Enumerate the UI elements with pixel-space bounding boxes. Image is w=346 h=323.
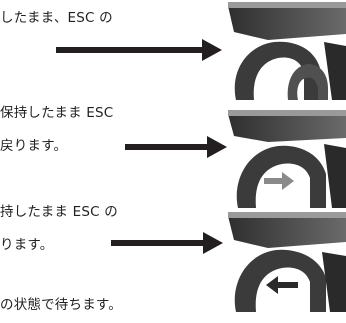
device-photo-2 bbox=[228, 110, 346, 208]
step-1-text: したまま、ESC の bbox=[0, 10, 113, 26]
step-3-text-line-1: 持したまま ESC の bbox=[0, 204, 118, 220]
step-2-text-line-1: 保持したまま ESC bbox=[0, 105, 114, 121]
device-photo-3 bbox=[228, 212, 346, 312]
hint-right-arrow-icon bbox=[264, 172, 294, 190]
right-arrow-icon bbox=[125, 136, 227, 158]
step-3-text-line-2: ります。 bbox=[0, 237, 54, 253]
left-arrow-icon bbox=[266, 276, 298, 294]
device-photo-1 bbox=[228, 2, 346, 102]
right-arrow-icon bbox=[111, 232, 223, 254]
right-arrow-icon bbox=[56, 39, 222, 61]
step-4-text: の状態で待ちます。 bbox=[0, 297, 122, 313]
step-2-text-line-2: 戻ります。 bbox=[0, 138, 68, 154]
